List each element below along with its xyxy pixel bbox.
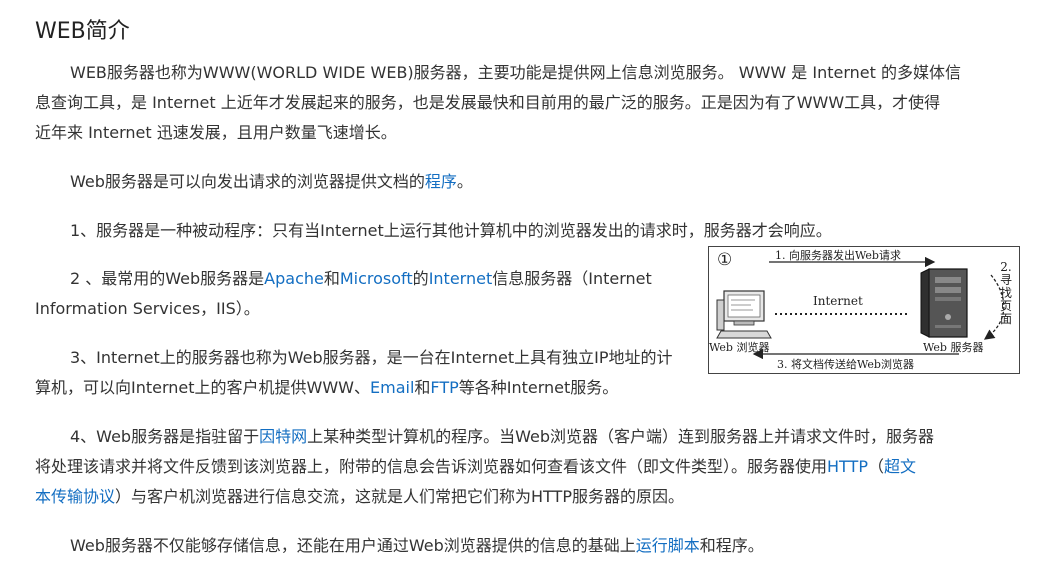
step-one-number: ①	[717, 250, 733, 270]
link-email[interactable]: Email	[370, 378, 415, 397]
internet-diagram: ① 1. 向服务器发出Web请求 Internet 2. 寻找页面 Web 浏览…	[708, 246, 1020, 374]
paragraph-line: 将处理该请求并将文件反馈到该浏览器上，附带的信息会告诉浏览器如何查看该文件（即文…	[35, 452, 916, 482]
link-chengxu[interactable]: 程序	[424, 172, 457, 191]
browser-label: Web 浏览器	[709, 341, 770, 354]
search-arrow	[983, 274, 1005, 340]
paragraph-text: 4、Web服务器是指驻留于	[70, 427, 260, 446]
paragraph-line: 2 、最常用的Web服务器是Apache和Microsoft的Internet信…	[70, 264, 652, 294]
step-one-label: 1. 向服务器发出Web请求	[775, 249, 901, 262]
link-run-scripts[interactable]: 运行脚本	[635, 536, 700, 555]
paragraph-text: 的	[412, 269, 429, 288]
paragraph-text: 等各种Internet服务。	[458, 378, 619, 397]
link-ftp[interactable]: FTP	[430, 378, 459, 397]
paragraph-line: 3、Internet上的服务器也称为Web服务器，是一台在Internet上具有…	[70, 348, 673, 367]
paragraph-text: 2 、最常用的Web服务器是	[70, 269, 265, 288]
paragraph-text: 和	[323, 269, 340, 288]
paragraph-definition: Web服务器是可以向发出请求的浏览器提供文档的程序。	[70, 167, 473, 197]
section-heading: WEB简介	[35, 19, 130, 44]
paragraph-text: 和程序。	[699, 536, 764, 555]
paragraph-text: 算机，可以向Internet上的客户机提供WWW、	[35, 378, 370, 397]
paragraph-scripts: Web服务器不仅能够存储信息，还能在用户通过Web浏览器提供的信息的基础上运行脚…	[70, 531, 764, 561]
paragraph-text: Web服务器不仅能够存储信息，还能在用户通过Web浏览器提供的信息的基础上	[70, 536, 636, 555]
link-microsoft[interactable]: Microsoft	[339, 269, 413, 288]
server-tower-icon	[920, 268, 968, 338]
browser-computer-icon	[716, 290, 772, 339]
paragraph-line: 算机，可以向Internet上的客户机提供WWW、Email和FTP等各种Int…	[35, 373, 618, 403]
step-three-label: 3. 将文档传送给Web浏览器	[777, 358, 914, 371]
paragraph-text: 和	[414, 378, 431, 397]
paragraph-line: Information Services，IIS）。	[35, 299, 260, 318]
link-internet[interactable]: Internet	[428, 269, 493, 288]
paragraph-text: 信息服务器（Internet	[492, 269, 652, 288]
paragraph-line: 息查询工具，是 Internet 上近年才发展起来的服务，也是发展最快和目前用的…	[35, 93, 941, 112]
paragraph-line: 近年来 Internet 迅速发展，且用户数量飞速增长。	[35, 123, 397, 142]
paragraph-text: 将处理该请求并将文件反馈到该浏览器上，附带的信息会告诉浏览器如何查看该文件（即文…	[35, 457, 828, 476]
link-apache[interactable]: Apache	[264, 269, 324, 288]
link-hypertext-protocol[interactable]: 本传输协议	[35, 487, 116, 506]
paragraph-text: （	[867, 457, 884, 476]
internet-label: Internet	[813, 294, 863, 308]
server-label: Web 服务器	[923, 341, 984, 354]
paragraph-text: 上某种类型计算机的程序。当Web浏览器（客户端）连到服务器上并请求文件时，服务器	[307, 427, 934, 446]
paragraph-text: Web服务器是可以向发出请求的浏览器提供文档的	[70, 172, 425, 191]
diagram-drawing	[716, 256, 1005, 360]
link-yintewang[interactable]: 因特网	[259, 427, 308, 446]
step-two-label: 2. 寻找页面	[999, 260, 1012, 326]
paragraph-line: WEB服务器也称为WWW(WORLD WIDE WEB)服务器，主要功能是提供网…	[70, 63, 962, 82]
link-http[interactable]: HTTP	[827, 457, 868, 476]
paragraph-text: ）与客户机浏览器进行信息交流，这就是人们常把它们称为HTTP服务器的原因。	[115, 487, 684, 506]
link-hypertext-protocol[interactable]: 超文	[883, 457, 916, 476]
paragraph-line: 4、Web服务器是指驻留于因特网上某种类型计算机的程序。当Web浏览器（客户端）…	[70, 422, 934, 452]
paragraph-text: 。	[456, 172, 473, 191]
paragraph-line: 本传输协议）与客户机浏览器进行信息交流，这就是人们常把它们称为HTTP服务器的原…	[35, 482, 684, 512]
paragraph-point-1: 1、服务器是一种被动程序：只有当Internet上运行其他计算机中的浏览器发出的…	[70, 221, 832, 240]
